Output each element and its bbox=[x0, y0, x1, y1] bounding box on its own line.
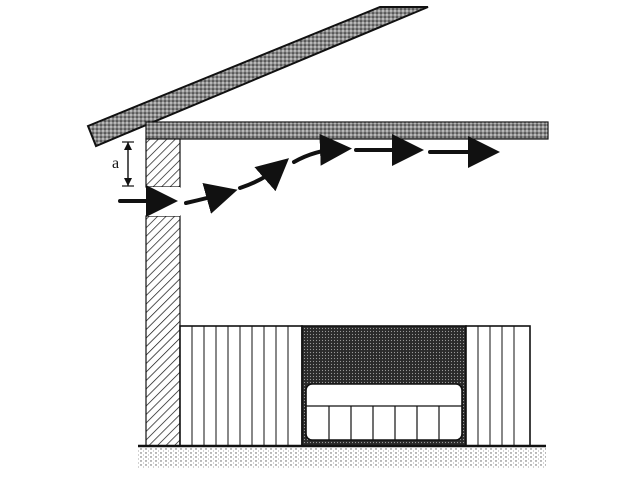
wall-panelling-right bbox=[465, 325, 531, 447]
airflow-arrow-4 bbox=[292, 133, 352, 166]
radiator bbox=[305, 383, 463, 441]
airflow-arrow-3 bbox=[238, 158, 290, 192]
dimension-a: a bbox=[112, 141, 134, 187]
floor bbox=[138, 444, 546, 468]
airflow-arrow-2 bbox=[184, 182, 238, 214]
sloped-roof bbox=[86, 6, 429, 148]
wall-panelling-left bbox=[179, 325, 303, 447]
ceiling-slab bbox=[145, 121, 549, 140]
airflow-arrows bbox=[118, 133, 500, 217]
dimension-label: a bbox=[112, 155, 119, 172]
exterior-wall bbox=[145, 138, 181, 447]
